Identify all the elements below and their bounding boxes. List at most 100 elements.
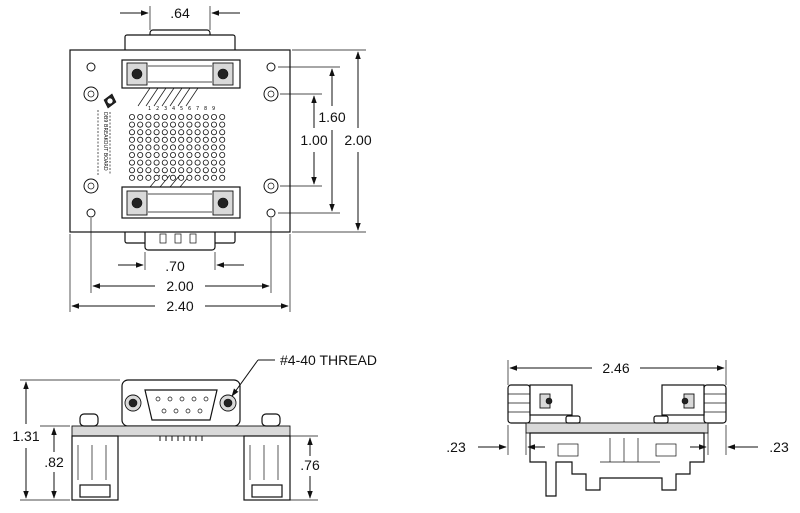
logo-icon bbox=[103, 93, 117, 109]
terminal-pin bbox=[202, 167, 209, 174]
din-clip-left bbox=[71, 435, 119, 501]
svg-text:.70: .70 bbox=[165, 258, 185, 274]
terminal-pin-grid bbox=[128, 114, 226, 181]
front-board-edge bbox=[71, 425, 291, 437]
dim-bottom-connector-width: .70 bbox=[118, 252, 244, 274]
side-standoff bbox=[565, 415, 581, 424]
terminal-pin bbox=[153, 114, 160, 121]
terminal-pin bbox=[210, 121, 217, 128]
column-number: 5 bbox=[180, 106, 183, 112]
dim-overall-height: 1.31 bbox=[12, 379, 120, 501]
terminal-pin bbox=[153, 129, 160, 136]
terminal-pin bbox=[153, 136, 160, 143]
terminal-pin bbox=[186, 144, 193, 151]
standoff-screw bbox=[79, 413, 99, 427]
terminal-pin bbox=[210, 136, 217, 143]
terminal-pin bbox=[178, 114, 185, 121]
terminal-pin bbox=[153, 151, 160, 158]
svg-text:.76: .76 bbox=[300, 457, 320, 473]
terminal-pin bbox=[202, 129, 209, 136]
terminal-pin bbox=[210, 144, 217, 151]
svg-text:#4-40 THREAD: #4-40 THREAD bbox=[280, 352, 377, 368]
terminal-pin bbox=[169, 129, 176, 136]
terminal-pin bbox=[153, 167, 160, 174]
terminal-pin bbox=[169, 174, 176, 181]
terminal-pin bbox=[137, 136, 144, 143]
terminal-pin bbox=[128, 144, 135, 151]
terminal-pin bbox=[153, 144, 160, 151]
terminal-pin bbox=[178, 167, 185, 174]
terminal-pin bbox=[178, 174, 185, 181]
svg-text:.64: .64 bbox=[170, 5, 190, 21]
column-number: 1 bbox=[148, 106, 151, 112]
terminal-pin bbox=[210, 151, 217, 158]
terminal-pin bbox=[161, 151, 168, 158]
column-number: 4 bbox=[172, 106, 175, 112]
svg-text:1.60: 1.60 bbox=[318, 109, 345, 125]
terminal-pin bbox=[194, 129, 201, 136]
terminal-pin bbox=[145, 136, 152, 143]
top-view: 1 2 3 4 5 6 7 8 9 DB9 BREAKOUT BOARD .64 bbox=[69, 5, 372, 314]
board-mount-holes bbox=[86, 62, 276, 218]
terminal-pin bbox=[178, 129, 185, 136]
terminal-pin bbox=[202, 121, 209, 128]
side-board bbox=[525, 422, 709, 434]
terminal-pin bbox=[128, 159, 135, 166]
standoff-holes bbox=[83, 86, 279, 194]
terminal-pin bbox=[161, 121, 168, 128]
din-clip-right bbox=[243, 435, 291, 501]
dim-side-left-offset: .23 bbox=[446, 425, 545, 455]
terminal-pin bbox=[161, 114, 168, 121]
terminal-pin bbox=[137, 159, 144, 166]
terminal-pin bbox=[128, 174, 135, 181]
svg-text:.23: .23 bbox=[446, 439, 466, 455]
svg-text:2.00: 2.00 bbox=[166, 278, 193, 294]
terminal-pin bbox=[202, 174, 209, 181]
terminal-pin bbox=[128, 129, 135, 136]
terminal-pin bbox=[128, 167, 135, 174]
terminal-pin bbox=[161, 136, 168, 143]
terminal-pin bbox=[219, 136, 226, 143]
terminal-pin bbox=[186, 114, 193, 121]
terminal-pin bbox=[219, 114, 226, 121]
terminal-pin bbox=[202, 159, 209, 166]
pcb-traces bbox=[137, 87, 199, 188]
column-numbers: 1 2 3 4 5 6 7 8 9 bbox=[148, 106, 215, 112]
column-number: 7 bbox=[196, 106, 199, 112]
terminal-pin bbox=[194, 151, 201, 158]
terminal-pin bbox=[219, 167, 226, 174]
terminal-pin bbox=[137, 129, 144, 136]
dim-mount-spacing: 1.60 bbox=[278, 66, 346, 214]
svg-text:2.40: 2.40 bbox=[166, 298, 193, 314]
thread-callout: #4-40 THREAD bbox=[231, 352, 377, 397]
dim-board-width: 2.40 bbox=[69, 234, 291, 314]
dim-rail-height-left: .82 bbox=[40, 425, 70, 499]
front-view: #4-40 THREAD 1.31 .82 .76 bbox=[12, 352, 377, 501]
terminal-pin bbox=[178, 136, 185, 143]
side-connector-left bbox=[507, 384, 573, 424]
terminal-pin bbox=[145, 167, 152, 174]
terminal-pin bbox=[161, 174, 168, 181]
terminal-pin bbox=[186, 129, 193, 136]
din-rail-clip-profile bbox=[529, 432, 705, 497]
front-pins bbox=[159, 436, 203, 441]
top-connector-body bbox=[121, 59, 241, 89]
terminal-pin bbox=[210, 129, 217, 136]
dim-connector-width: .64 bbox=[120, 5, 240, 30]
terminal-pin bbox=[169, 151, 176, 158]
terminal-pin bbox=[169, 136, 176, 143]
dim-side-right-offset: .23 bbox=[690, 425, 789, 455]
dim-board-height: 2.00 bbox=[292, 49, 372, 233]
front-connector-pins bbox=[155, 396, 209, 414]
terminal-pin bbox=[219, 144, 226, 151]
terminal-pin bbox=[137, 114, 144, 121]
terminal-pin bbox=[210, 159, 217, 166]
terminal-pin bbox=[169, 167, 176, 174]
standoff-screw bbox=[261, 413, 281, 427]
svg-text:.82: .82 bbox=[44, 454, 64, 470]
terminal-pin bbox=[202, 114, 209, 121]
terminal-pin bbox=[153, 159, 160, 166]
svg-text:.23: .23 bbox=[769, 439, 789, 455]
terminal-pin bbox=[194, 121, 201, 128]
terminal-pin bbox=[194, 159, 201, 166]
